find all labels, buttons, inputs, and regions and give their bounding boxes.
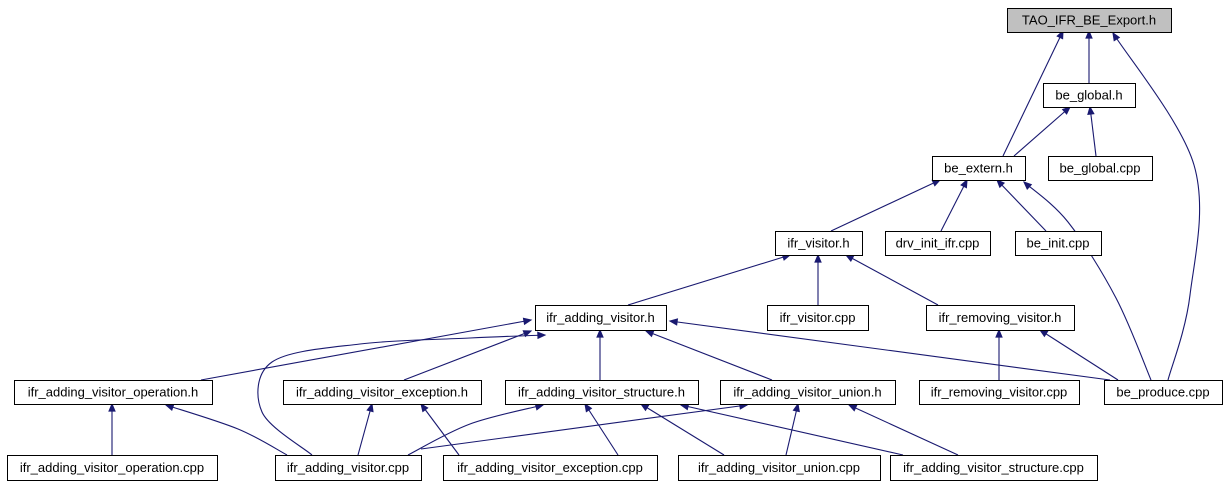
node-ifr_visitor_cpp[interactable]: ifr_visitor.cpp [767, 305, 869, 331]
edge-be_global_cpp-to-be_global_h [1087, 105, 1097, 157]
node-box-ifr_adding_visitor_operation_h[interactable] [14, 380, 213, 405]
node-box-ifr_adding_visitor_operation_cpp[interactable] [7, 455, 218, 481]
edge-ifr_visitor_h-to-be_extern_h [830, 179, 942, 232]
edge-ifr_adding_visitor_cpp-to-ifr_adding_visitor_exception_h [357, 402, 374, 456]
node-box-drv_init_ifr_cpp[interactable] [885, 231, 991, 256]
node-be_global_cpp[interactable]: be_global.cpp [1048, 156, 1153, 181]
node-be_global_h[interactable]: be_global.h [1043, 83, 1136, 108]
node-label-ifr_adding_visitor_h: ifr_adding_visitor.h [546, 310, 654, 325]
node-box-be_produce_cpp[interactable] [1104, 380, 1223, 405]
edge-ifr_adding_visitor_cpp-to-ifr_adding_visitor_operation_h [164, 403, 288, 456]
node-ifr_adding_visitor_union_cpp[interactable]: ifr_adding_visitor_union.cpp [678, 455, 881, 481]
edge-be_produce_cpp-to-tao_ifr_be_export_h [1112, 31, 1201, 381]
edge-ifr_adding_visitor_exception_cpp-to-ifr_adding_visitor_exception_h [420, 402, 460, 456]
node-label-ifr_adding_visitor_union_h: ifr_adding_visitor_union.h [733, 385, 881, 400]
node-label-drv_init_ifr_cpp: drv_init_ifr.cpp [896, 236, 980, 251]
node-box-ifr_adding_visitor_union_cpp[interactable] [678, 455, 881, 481]
node-label-ifr_adding_visitor_cpp: ifr_adding_visitor.cpp [287, 460, 409, 475]
node-ifr_adding_visitor_structure_cpp[interactable]: ifr_adding_visitor_structure.cpp [890, 455, 1098, 481]
node-box-ifr_adding_visitor_structure_cpp[interactable] [890, 455, 1098, 481]
node-be_init_cpp[interactable]: be_init.cpp [1015, 231, 1102, 256]
node-box-ifr_visitor_h[interactable] [775, 231, 863, 256]
node-label-ifr_adding_visitor_operation_h: ifr_adding_visitor_operation.h [28, 385, 199, 400]
edge-be_init_cpp-to-be_extern_h [996, 179, 1047, 232]
node-label-be_produce_cpp: be_produce.cpp [1116, 385, 1209, 400]
edge-be_extern_h-to-tao_ifr_be_export_h [1002, 29, 1064, 157]
node-ifr_adding_visitor_operation_h[interactable]: ifr_adding_visitor_operation.h [14, 380, 213, 405]
edge-ifr_adding_visitor_h-to-ifr_visitor_h [627, 253, 792, 306]
node-ifr_adding_visitor_operation_cpp[interactable]: ifr_adding_visitor_operation.cpp [7, 455, 218, 481]
node-label-be_global_cpp: be_global.cpp [1060, 161, 1141, 176]
node-box-be_init_cpp[interactable] [1015, 231, 1102, 256]
node-box-ifr_removing_visitor_cpp[interactable] [919, 380, 1080, 405]
node-ifr_adding_visitor_union_h[interactable]: ifr_adding_visitor_union.h [720, 380, 896, 405]
node-label-ifr_removing_visitor_cpp: ifr_removing_visitor.cpp [931, 385, 1068, 400]
edge-ifr_adding_visitor_cpp-to-ifr_adding_visitor_structure_h [407, 403, 545, 456]
edge-ifr_adding_visitor_union_cpp-to-ifr_adding_visitor_union_h [785, 402, 800, 456]
node-box-be_extern_h[interactable] [932, 156, 1026, 181]
node-ifr_adding_visitor_exception_cpp[interactable]: ifr_adding_visitor_exception.cpp [443, 455, 658, 481]
node-box-tao_ifr_be_export_h[interactable] [1007, 8, 1172, 33]
edge-ifr_adding_visitor_structure_cpp-to-ifr_adding_visitor_union_h [847, 404, 959, 456]
node-label-ifr_adding_visitor_exception_cpp: ifr_adding_visitor_exception.cpp [457, 460, 643, 475]
node-box-be_global_cpp[interactable] [1048, 156, 1153, 181]
node-drv_init_ifr_cpp[interactable]: drv_init_ifr.cpp [885, 231, 991, 256]
node-ifr_adding_visitor_exception_h[interactable]: ifr_adding_visitor_exception.h [283, 380, 482, 405]
node-box-ifr_adding_visitor_exception_h[interactable] [283, 380, 482, 405]
node-label-ifr_adding_visitor_structure_h: ifr_adding_visitor_structure.h [518, 385, 685, 400]
node-box-ifr_adding_visitor_exception_cpp[interactable] [443, 455, 658, 481]
node-label-be_global_h: be_global.h [1055, 88, 1122, 103]
edge-be_produce_cpp-to-ifr_removing_visitor_h [1038, 329, 1119, 381]
edge-ifr_adding_visitor_union_cpp-to-ifr_adding_visitor_structure_h [639, 403, 725, 456]
node-box-ifr_removing_visitor_h[interactable] [926, 305, 1075, 331]
edge-ifr_adding_visitor_operation_h-to-ifr_adding_visitor_h [200, 317, 533, 381]
node-box-ifr_adding_visitor_union_h[interactable] [720, 380, 896, 405]
node-label-ifr_removing_visitor_h: ifr_removing_visitor.h [939, 310, 1062, 325]
node-box-be_global_h[interactable] [1043, 83, 1136, 108]
node-box-ifr_adding_visitor_h[interactable] [535, 305, 667, 331]
node-box-ifr_adding_visitor_structure_h[interactable] [505, 380, 699, 405]
edge-ifr_adding_visitor_cpp-to-ifr_adding_visitor_union_h [420, 402, 749, 450]
edge-drv_init_ifr_cpp-to-be_extern_h [940, 178, 968, 232]
edge-ifr_adding_visitor_union_h-to-ifr_adding_visitor_h [644, 330, 773, 381]
edge-be_produce_cpp-to-ifr_adding_visitor_h [668, 318, 1111, 381]
node-ifr_visitor_h[interactable]: ifr_visitor.h [775, 231, 863, 256]
node-ifr_removing_visitor_cpp[interactable]: ifr_removing_visitor.cpp [919, 380, 1080, 405]
node-label-ifr_visitor_cpp: ifr_visitor.cpp [780, 310, 856, 325]
edge-ifr_adding_visitor_exception_cpp-to-ifr_adding_visitor_structure_h [584, 402, 619, 456]
edge-be_extern_h-to-be_global_h [1013, 106, 1072, 157]
node-label-ifr_adding_visitor_operation_cpp: ifr_adding_visitor_operation.cpp [20, 460, 204, 475]
edge-be_produce_cpp-to-be_extern_h [1023, 181, 1152, 381]
node-label-ifr_adding_visitor_exception_h: ifr_adding_visitor_exception.h [296, 385, 468, 400]
node-box-ifr_visitor_cpp[interactable] [767, 305, 869, 331]
node-label-ifr_adding_visitor_union_cpp: ifr_adding_visitor_union.cpp [698, 460, 860, 475]
node-ifr_removing_visitor_h[interactable]: ifr_removing_visitor.h [926, 305, 1075, 331]
node-label-ifr_adding_visitor_structure_cpp: ifr_adding_visitor_structure.cpp [903, 460, 1084, 475]
node-ifr_adding_visitor_cpp[interactable]: ifr_adding_visitor.cpp [275, 455, 422, 481]
node-label-ifr_visitor_h: ifr_visitor.h [787, 236, 849, 251]
node-tao_ifr_be_export_h[interactable]: TAO_IFR_BE_Export.h [1007, 8, 1172, 33]
edge-ifr_removing_visitor_h-to-ifr_visitor_h [844, 254, 939, 306]
node-label-be_extern_h: be_extern.h [944, 161, 1013, 176]
edge-ifr_adding_visitor_exception_h-to-ifr_adding_visitor_h [403, 330, 533, 381]
node-be_extern_h[interactable]: be_extern.h [932, 156, 1026, 181]
edge-ifr_adding_visitor_cpp-to-ifr_adding_visitor_h [257, 331, 547, 456]
node-ifr_adding_visitor_h[interactable]: ifr_adding_visitor.h [535, 305, 667, 331]
node-label-be_init_cpp: be_init.cpp [1027, 236, 1090, 251]
node-box-ifr_adding_visitor_cpp[interactable] [275, 455, 422, 481]
node-be_produce_cpp[interactable]: be_produce.cpp [1104, 380, 1223, 405]
node-ifr_adding_visitor_structure_h[interactable]: ifr_adding_visitor_structure.h [505, 380, 699, 405]
node-label-tao_ifr_be_export_h: TAO_IFR_BE_Export.h [1022, 13, 1156, 28]
